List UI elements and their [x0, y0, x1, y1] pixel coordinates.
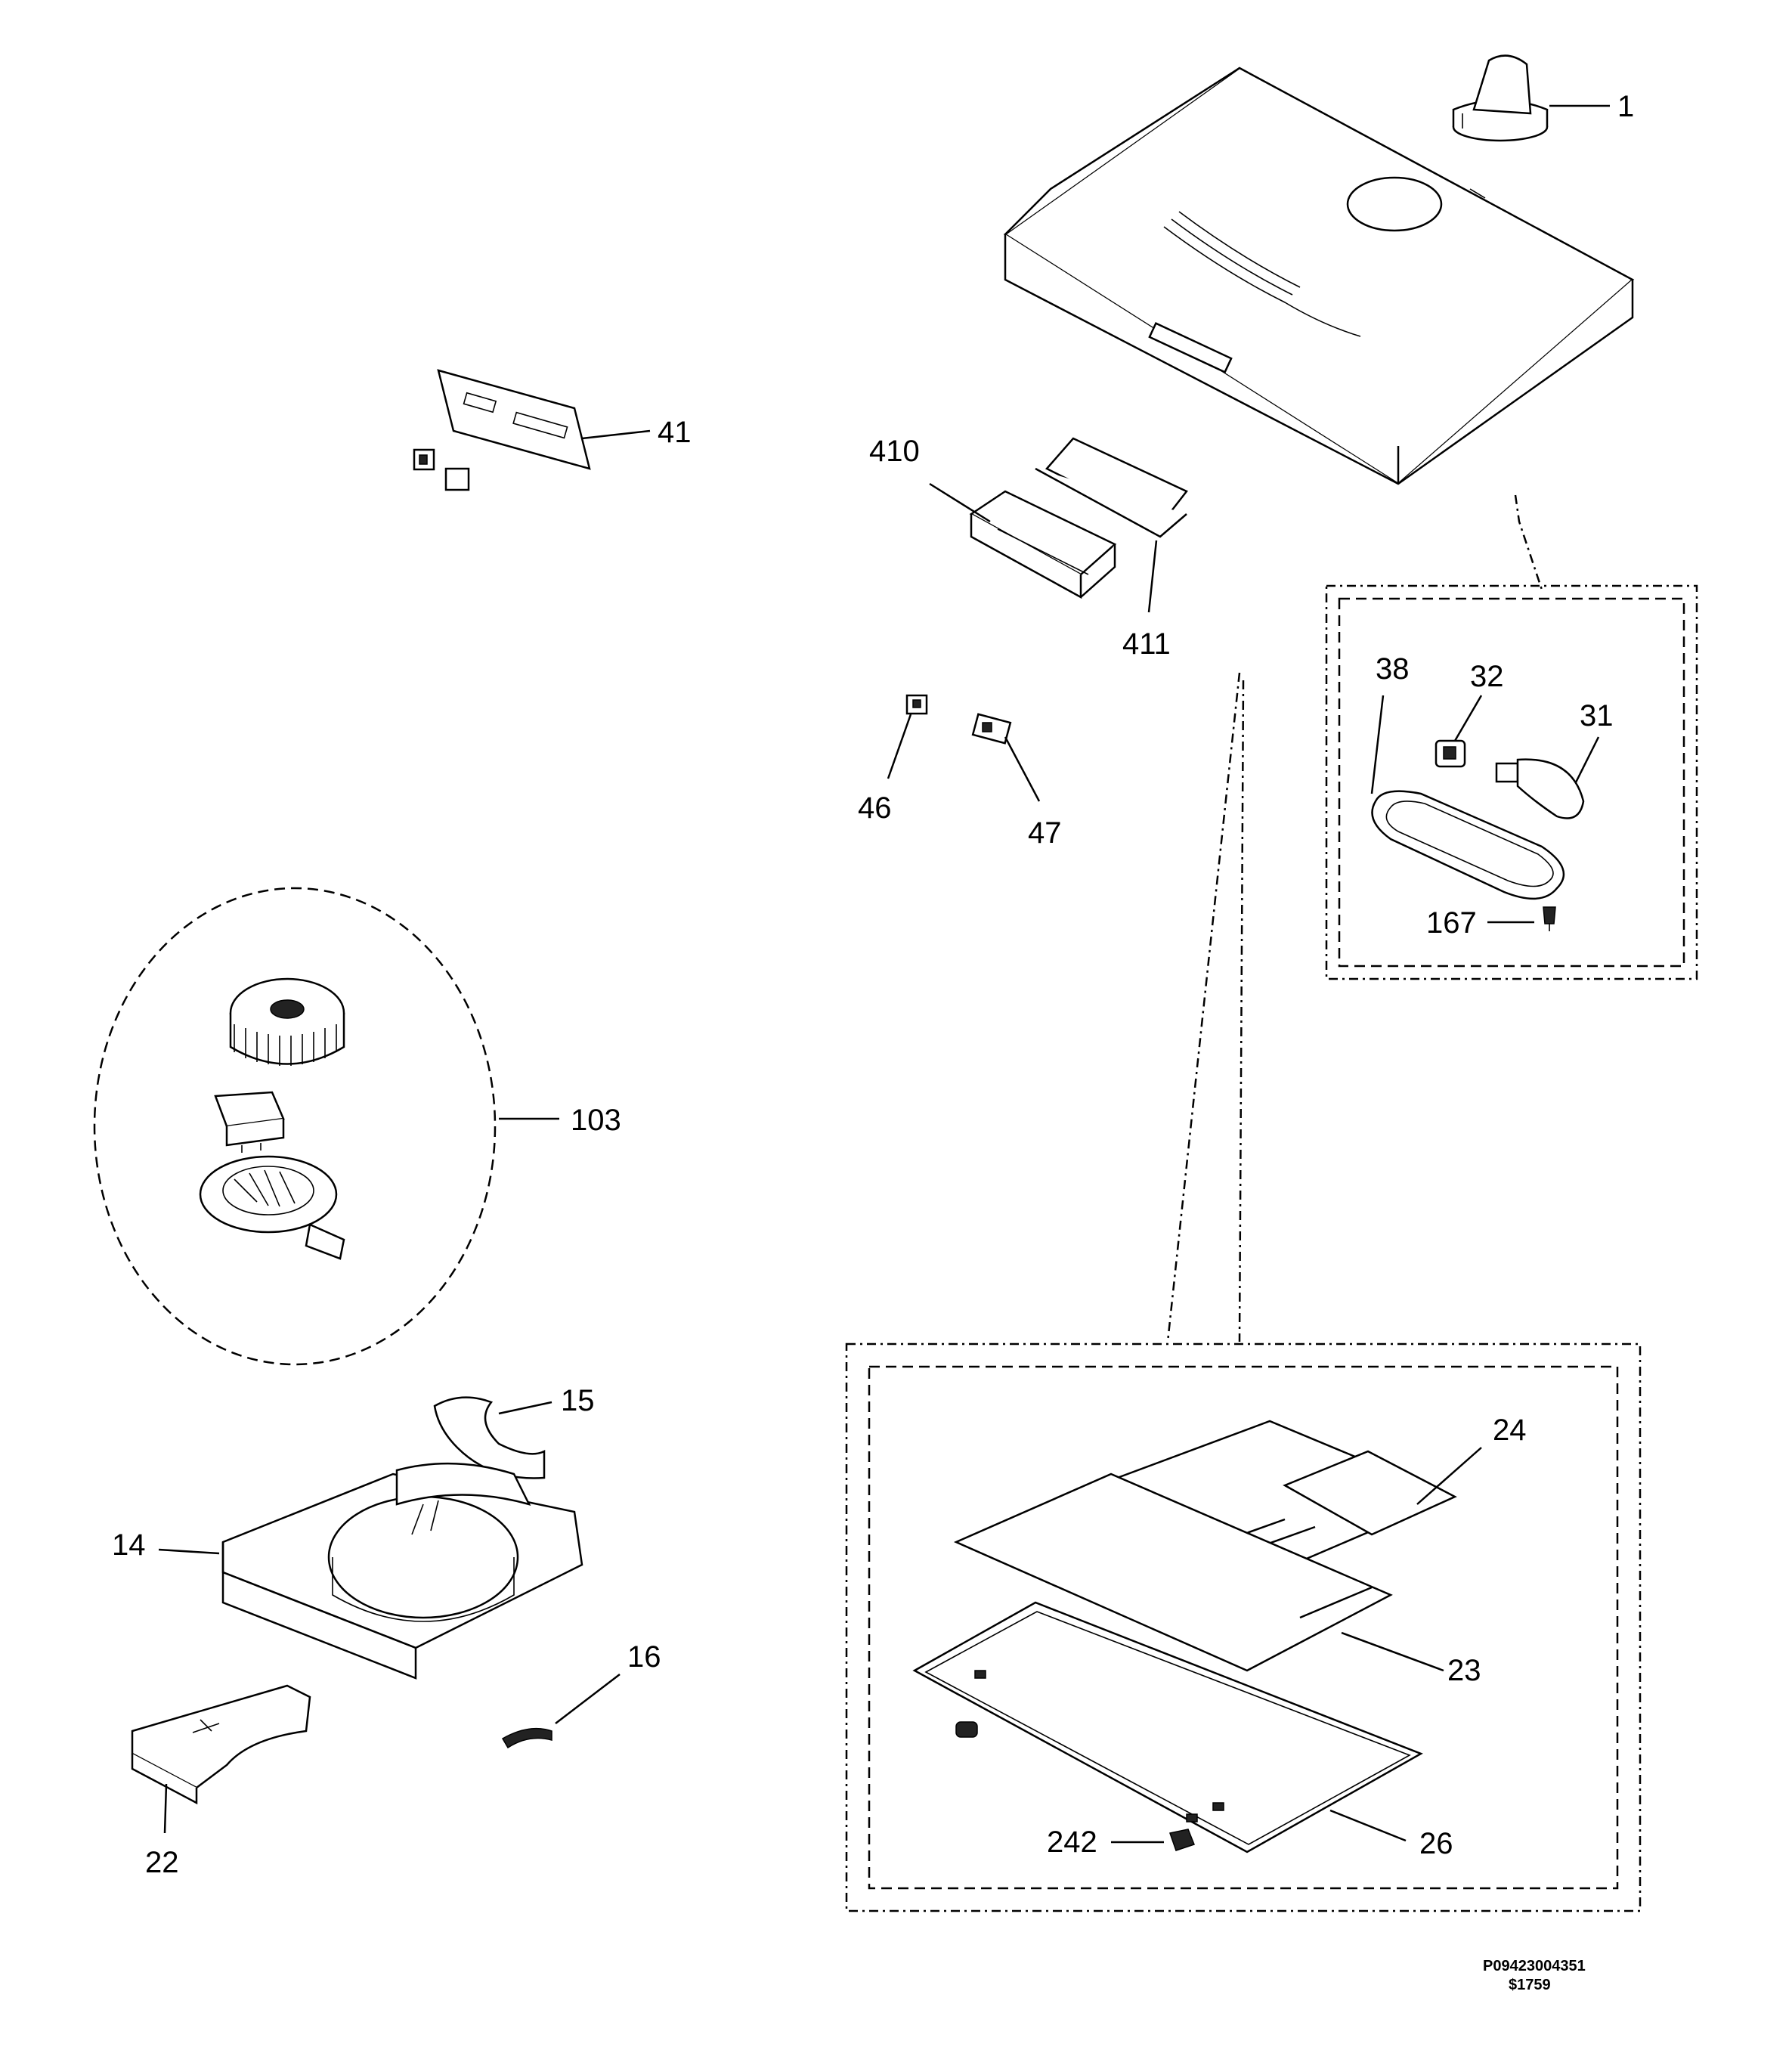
electronic-box-part [969, 437, 1188, 599]
lamp-socket-part [1435, 739, 1466, 768]
leader-line-22 [163, 1783, 168, 1834]
callout-410: 410 [869, 435, 920, 468]
housing-frame-part [221, 1462, 583, 1680]
leader-line-38 [1370, 695, 1385, 794]
callout-15: 15 [561, 1384, 595, 1417]
blower-kit-outline [93, 887, 497, 1366]
lamp-detail-box-inner [1338, 597, 1685, 968]
filter-detail-box-outer [845, 1342, 1642, 1912]
diagram-code: P09423004351 [1483, 1958, 1586, 1974]
leader-line-16 [555, 1674, 621, 1724]
leader-line-31 [1574, 736, 1600, 783]
leader-line-23 [1341, 1631, 1444, 1672]
leader-line-410 [929, 482, 991, 523]
leader-line-46 [887, 714, 912, 779]
leader-line-24 [1416, 1447, 1482, 1505]
callout-411: 411 [1122, 627, 1171, 661]
clip-part [501, 1727, 552, 1749]
leader-line-47 [1004, 736, 1041, 802]
callout-23: 23 [1447, 1654, 1481, 1687]
callout-46: 46 [858, 791, 892, 825]
filter-detail-connector [1166, 672, 1241, 1342]
filter-detail-box-inner [868, 1365, 1619, 1890]
duct-damper-part [1452, 54, 1549, 142]
callout-103: 103 [571, 1104, 621, 1137]
callout-38: 38 [1376, 652, 1410, 686]
diagram-price: $1759 [1509, 1977, 1551, 1993]
leader-line-411 [1147, 540, 1158, 613]
leader-line-14 [158, 1548, 220, 1555]
lamp-lens-part [1371, 790, 1565, 900]
callout-1: 1 [1617, 90, 1634, 123]
blower-motor-part [214, 1091, 285, 1153]
callout-14: 14 [112, 1528, 146, 1562]
switch-47-part [971, 713, 1012, 745]
callout-26: 26 [1419, 1827, 1453, 1860]
callout-47: 47 [1028, 816, 1062, 850]
callout-41: 41 [658, 416, 692, 449]
leader-line-41 [581, 429, 651, 440]
leader-line-32 [1453, 695, 1483, 742]
callout-242: 242 [1047, 1826, 1097, 1859]
baffle-part [433, 1396, 546, 1479]
lamp-bulb-part [1495, 758, 1585, 819]
switch-46-part [905, 694, 928, 715]
lamp-screw-part [1543, 906, 1556, 931]
blower-wheel-part [229, 977, 345, 1066]
blower-housing-part [199, 1155, 345, 1260]
duct-transition-part [131, 1684, 311, 1805]
callout-31: 31 [1580, 699, 1614, 732]
lamp-detail-connector [1514, 494, 1543, 590]
callout-32: 32 [1470, 660, 1504, 693]
control-panel-part [413, 369, 591, 491]
callout-24: 24 [1493, 1414, 1527, 1447]
callout-22: 22 [145, 1846, 179, 1879]
filter-frame-part [912, 1601, 1423, 1853]
leader-line-26 [1329, 1809, 1407, 1842]
filter-latch-part [1169, 1829, 1195, 1851]
leader-line-15 [498, 1401, 552, 1415]
filter-detail-connector-2 [1238, 680, 1245, 1342]
callout-167: 167 [1426, 906, 1477, 940]
range-hood-body [1003, 67, 1635, 485]
filter-panel-lower-part [953, 1473, 1393, 1672]
callout-16: 16 [627, 1640, 661, 1674]
lamp-detail-box-outer [1325, 584, 1698, 980]
